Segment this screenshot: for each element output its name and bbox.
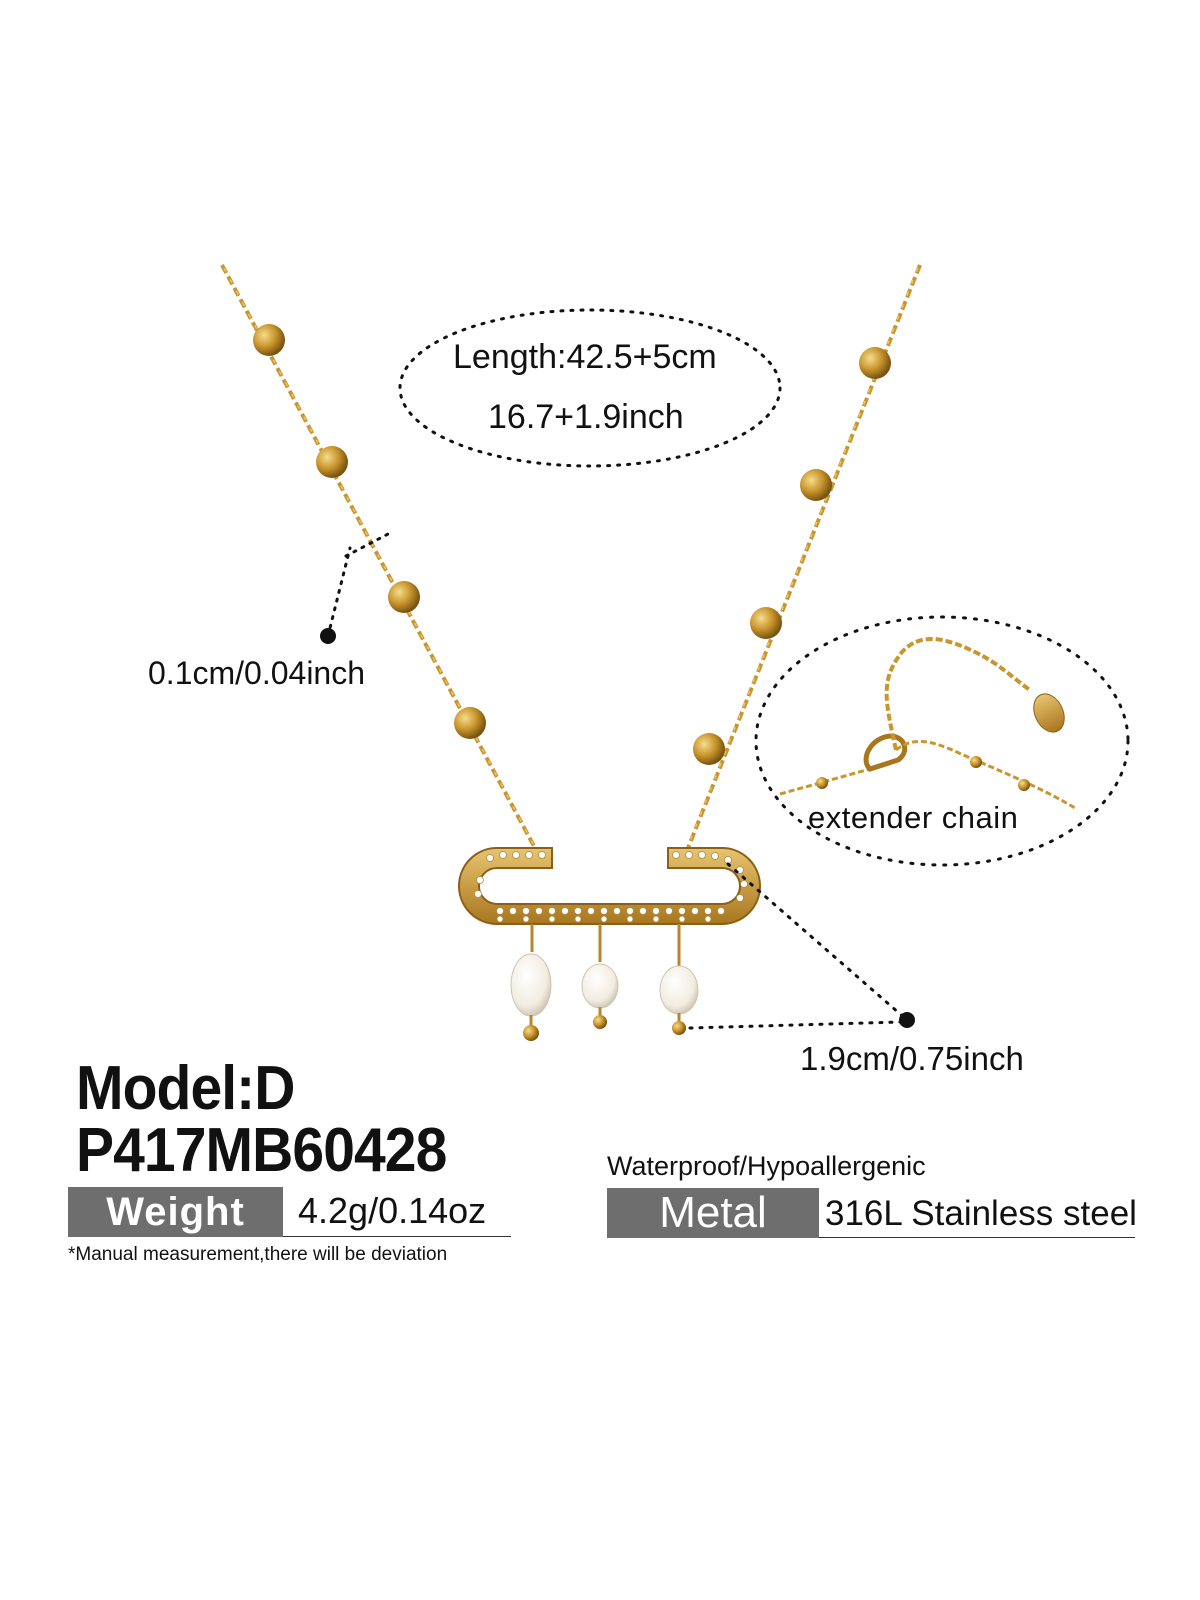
chain-width-label: 0.1cm/0.04inch: [148, 655, 366, 691]
extender-chain-label: extender chain: [808, 800, 1019, 835]
pearl-drop: [581, 924, 619, 1029]
pendant-width-callout: [688, 862, 915, 1030]
chain-bead: [800, 469, 832, 501]
sku-label: P417MB60428: [76, 1116, 447, 1185]
pearl-drop: [510, 924, 552, 1041]
weight-value: 4.2g/0.14oz: [298, 1190, 487, 1231]
metal-value: 316L Stainless steel: [825, 1194, 1137, 1233]
chain-bead: [388, 581, 420, 613]
features-label: Waterproof/Hypoallergenic: [607, 1151, 926, 1181]
length-inch-label: 16.7+1.9inch: [488, 398, 684, 436]
length-callout-ellipse: [398, 308, 782, 468]
length-cm-label: Length:42.5+5cm: [453, 338, 717, 376]
chain-bead: [316, 446, 348, 478]
pearl-drop: [659, 924, 699, 1035]
chain-bead: [253, 324, 285, 356]
chain-bead: [750, 607, 782, 639]
metal-underline: [819, 1237, 1135, 1238]
model-label: Model:D: [76, 1054, 295, 1123]
weight-label-box: Weight: [68, 1187, 283, 1237]
weight-underline: [283, 1236, 511, 1237]
chain-width-callout: [320, 531, 392, 644]
chain-bead: [859, 347, 891, 379]
chain-bead: [454, 707, 486, 739]
metal-label-box: Metal: [607, 1188, 819, 1238]
pendant-bar: [458, 847, 761, 925]
measurement-note: *Manual measurement,there will be deviat…: [68, 1244, 448, 1265]
extender-chain-callout: [754, 615, 1130, 867]
pendant-width-label: 1.9cm/0.75inch: [800, 1040, 1024, 1077]
chain-bead: [693, 733, 725, 765]
